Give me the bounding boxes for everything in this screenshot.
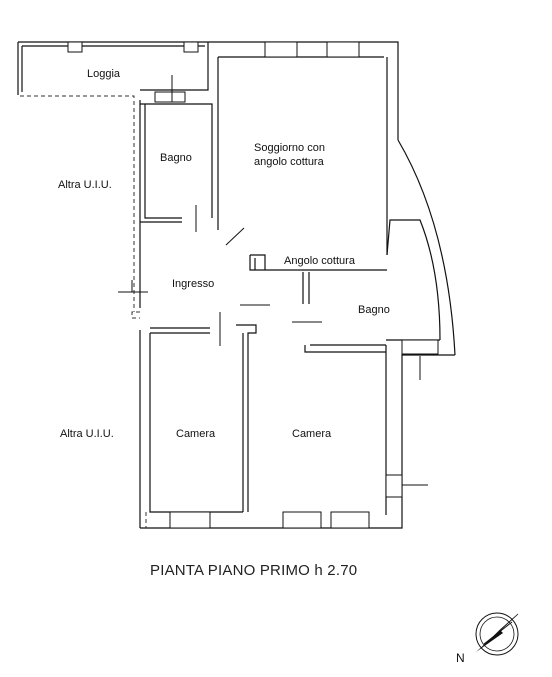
room-label-camera-2: Camera — [292, 428, 332, 440]
outer-walls — [17, 41, 456, 529]
window-loggia-2 — [183, 41, 199, 53]
property-boundary — [20, 95, 147, 528]
compass-rose-icon — [475, 612, 519, 656]
room-label-bagno-1: Bagno — [160, 152, 192, 164]
window-camera2-a — [282, 511, 322, 529]
neighbor-label-lower: Altra U.I.U. — [60, 428, 114, 440]
interior-walls — [118, 103, 440, 512]
plan-title: PIANTA PIANO PRIMO h 2.70 — [150, 562, 357, 579]
window-soggiorno-1 — [264, 41, 298, 58]
window-soggiorno-2 — [326, 41, 360, 58]
room-label-loggia: Loggia — [87, 68, 121, 80]
room-label-soggiorno-line1: Soggiorno con — [254, 142, 325, 154]
neighbor-label-upper: Altra U.I.U. — [58, 179, 112, 191]
room-label-angolo-cottura: Angolo cottura — [284, 255, 356, 267]
room-label-bagno-2: Bagno — [358, 304, 390, 316]
windows — [67, 41, 439, 529]
room-label-camera-1: Camera — [176, 428, 216, 440]
room-label-ingresso: Ingresso — [172, 278, 214, 290]
window-camera1 — [169, 511, 211, 529]
window-camera2-b — [330, 511, 370, 529]
window-east-2 — [385, 474, 403, 498]
window-loggia — [67, 41, 83, 53]
window-east-1 — [401, 339, 439, 355]
room-label-soggiorno-line2: angolo cottura — [254, 156, 325, 168]
window-bagno1 — [154, 91, 186, 103]
compass-north-label: N — [456, 651, 465, 665]
